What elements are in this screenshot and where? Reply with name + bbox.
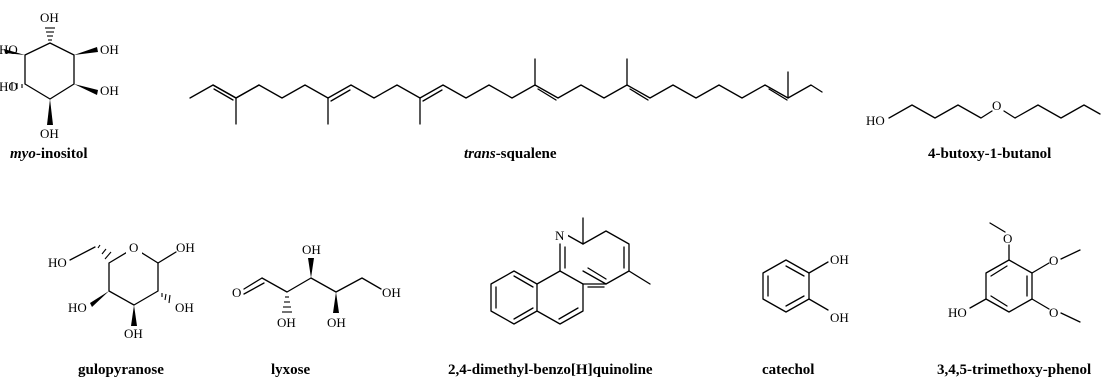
atom-label: HO [948,305,967,320]
structure-lyxose: O OH OH OH OH [232,242,401,330]
hashed-bond [11,82,23,90]
wedge-bond [333,292,339,313]
wedge-bond [308,258,314,278]
atom-label: OH [176,240,195,255]
atom-label: OH [277,315,296,330]
atom-label: OH [40,126,59,141]
hashed-bond [282,296,292,313]
hashed-bond [97,244,112,260]
wedge-bond [131,305,137,326]
structure-4-butoxy-1-butanol: HO O [866,98,1101,128]
wedge-bond [4,49,25,55]
hashed-bond [161,293,171,304]
atom-label: OH [100,83,119,98]
structure-catechol: OH OH [762,252,849,325]
atom-label: OH [100,42,119,57]
atom-label: O [992,98,1001,113]
atom-label: O [1049,305,1058,320]
atom-label: OH [175,300,194,315]
atom-label: OH [302,242,321,257]
wedge-bond [90,291,109,307]
atom-label: O [1003,231,1012,246]
atom-label: OH [327,315,346,330]
wedge-bond [74,47,98,55]
atom-label: OH [124,326,143,341]
atom-label: HO [68,300,87,315]
atom-label: OH [830,252,849,267]
caption-2-4-dimethyl-benzo-h-quinoline: 2,4-dimethyl-benzo[H]quinoline [448,362,653,378]
structure-3-4-5-trimethoxy-phenol: O O O HO [948,222,1081,323]
atom-label: O [129,240,138,255]
wedge-bond [74,84,98,95]
atom-label: OH [40,10,59,25]
atom-label: HO [0,42,18,57]
atom-label: N [555,228,565,243]
caption-4-butoxy-1-butanol: 4-butoxy-1-butanol [928,146,1051,162]
atom-label: HO [0,79,18,94]
caption-3-4-5-trimethoxy-phenol: 3,4,5-trimethoxy-phenol [937,362,1091,378]
caption-gulopyranose: gulopyranose [78,362,164,378]
caption-trans-squalene: trans-squalene [464,146,557,162]
atom-label: HO [48,255,67,270]
structure-myo-inositol: OH OH HO HO OH OH [0,10,119,141]
structure-trans-squalene [189,58,823,125]
caption-myo-inositol: myo-inositol [10,146,88,162]
atom-label: HO [866,113,885,128]
caption-lyxose: lyxose [271,362,311,378]
hashed-bond [45,27,55,41]
wedge-bond [47,99,53,125]
caption-catechol: catechol [762,362,814,378]
atom-label: O [1049,253,1058,268]
structure-2-4-dimethyl-benzo-h-quinoline: N [490,217,651,325]
atom-label: OH [382,285,401,300]
structure-gulopyranose: HO O OH HO OH OH [48,240,195,341]
atom-label: O [232,285,241,300]
atom-label: OH [830,310,849,325]
